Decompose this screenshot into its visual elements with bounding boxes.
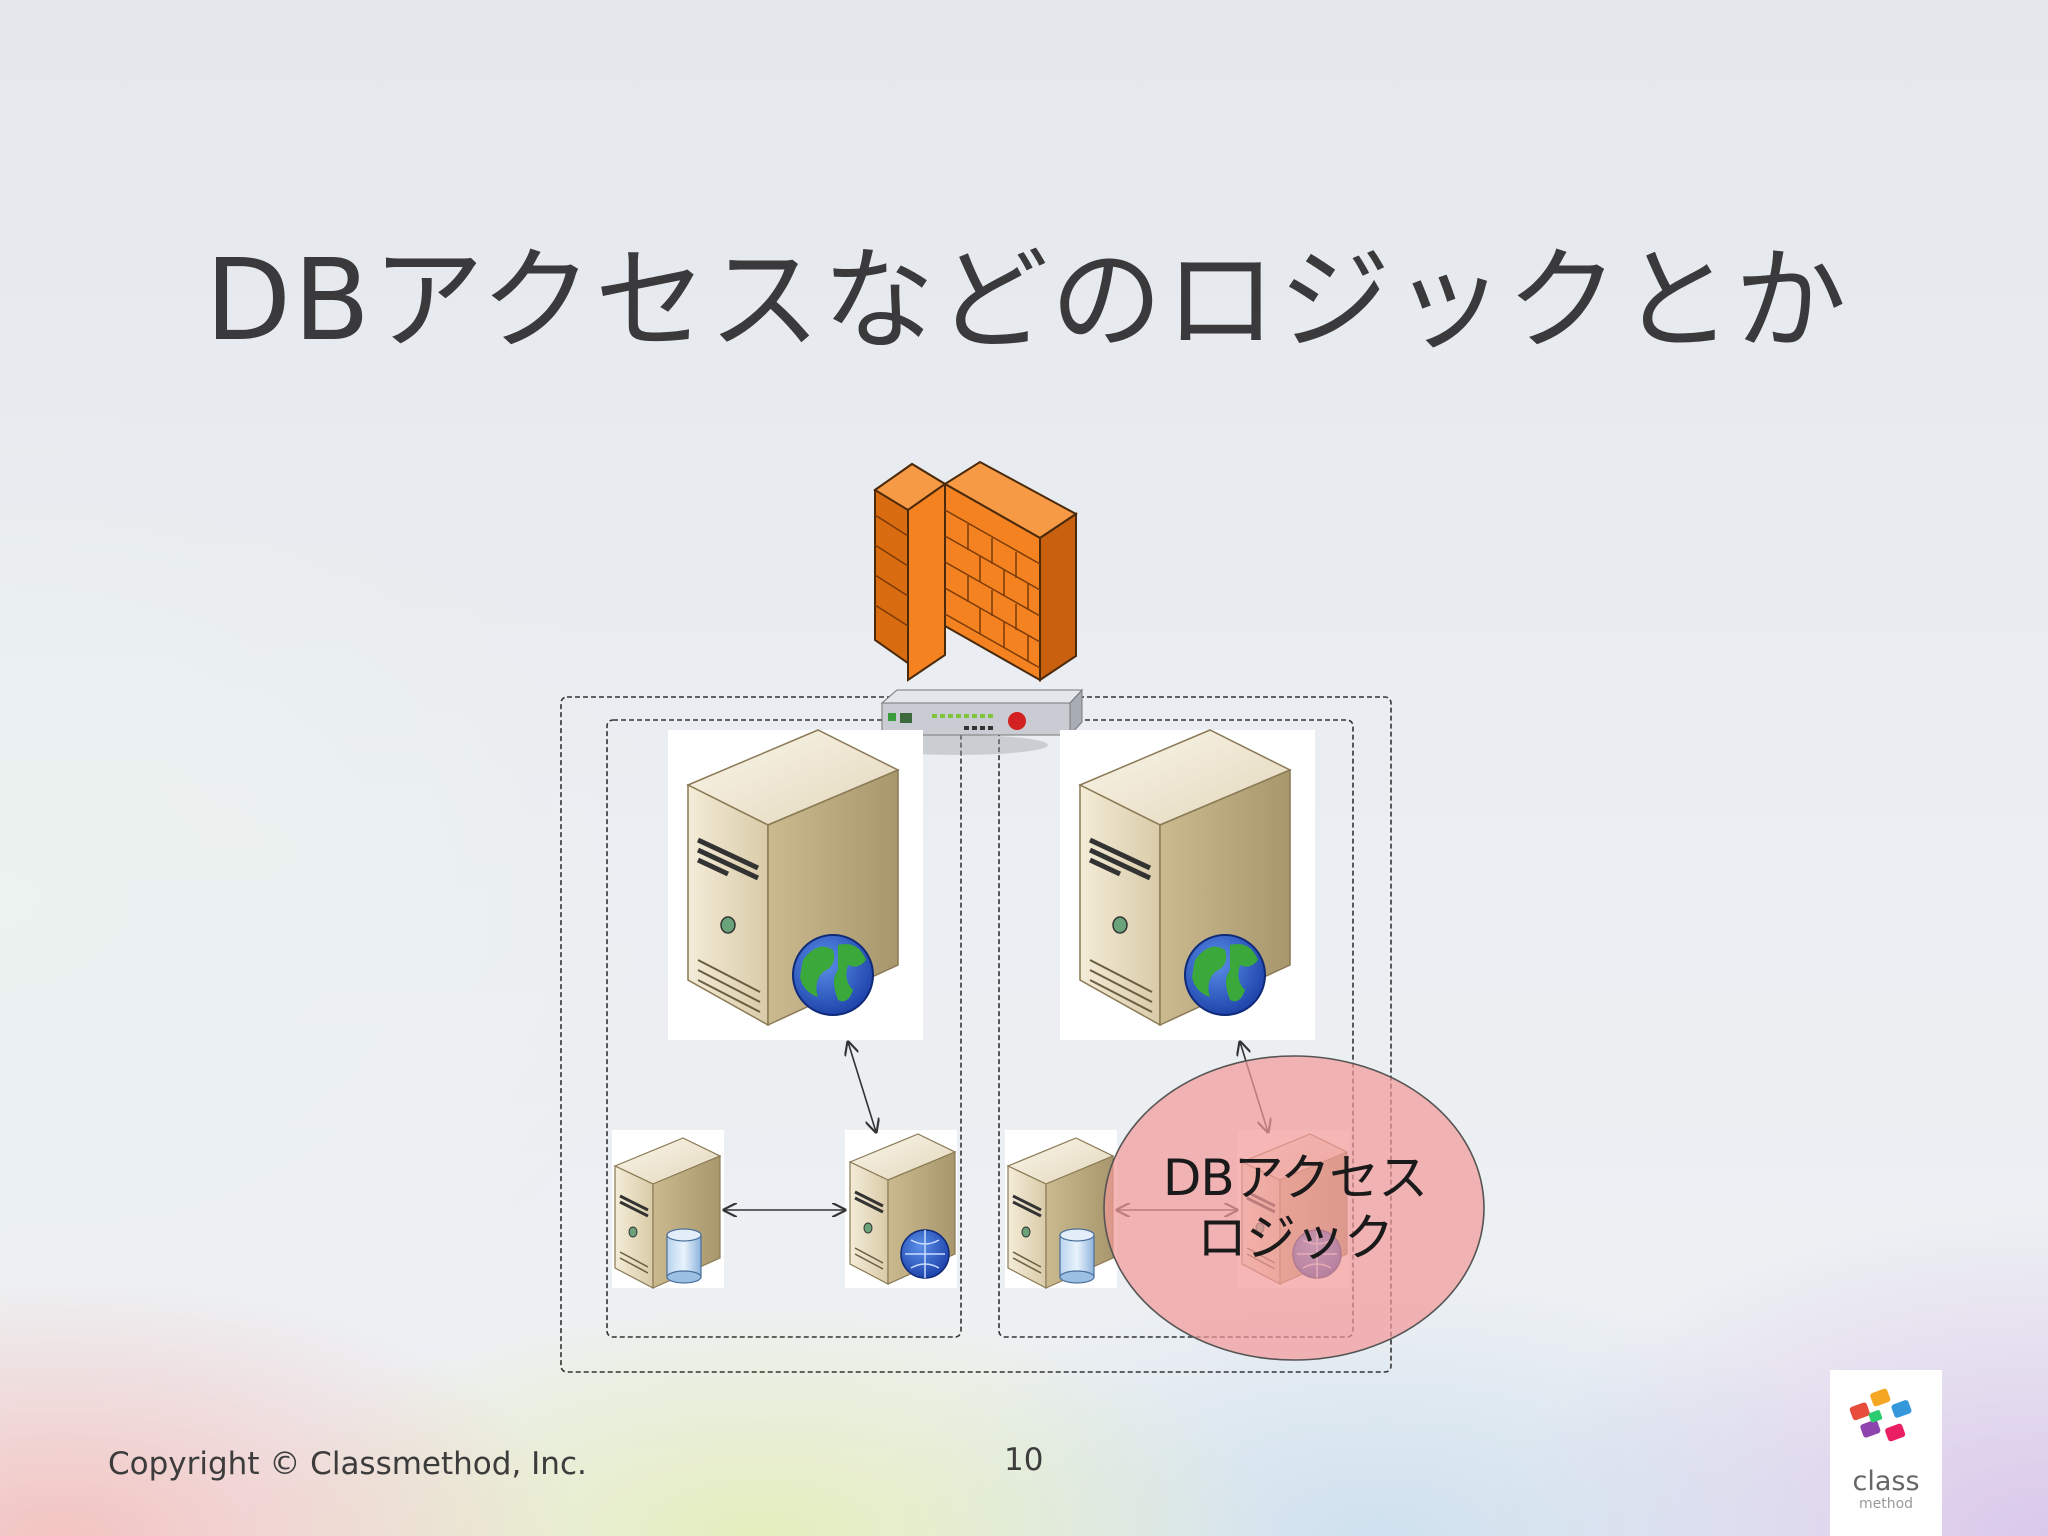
globe-icon [900, 1229, 950, 1279]
logo-mark-icon [1849, 1388, 1912, 1442]
copyright-text: Copyright © Classmethod, Inc. [108, 1446, 587, 1482]
web-server-icon-left [668, 730, 923, 1040]
database-icon [1059, 1228, 1095, 1284]
app-server-icon-left [845, 1130, 957, 1288]
zone-left [606, 719, 962, 1338]
firewall-icon [873, 460, 1078, 682]
callout-line-1: DBアクセス [1162, 1149, 1428, 1207]
zone-right [998, 719, 1354, 1338]
logo-word-sub: method [1858, 1496, 1914, 1512]
logo-word: class [1852, 1466, 1920, 1497]
callout-line-2: ロジック [1197, 1209, 1394, 1267]
slide-title: DBアクセスなどのロジックとか [205, 236, 1849, 366]
db-server-icon-right [1005, 1130, 1117, 1290]
callout-label: DBアクセス ロジック [1110, 1148, 1480, 1268]
classmethod-logo: class method [1830, 1370, 1942, 1536]
highlight-callout [1103, 1055, 1485, 1361]
page-number: 10 [1004, 1442, 1044, 1478]
connector-left-vertical [848, 1042, 876, 1132]
web-server-icon-right [1060, 730, 1315, 1040]
db-server-icon-left [612, 1130, 724, 1290]
database-icon [666, 1228, 702, 1284]
